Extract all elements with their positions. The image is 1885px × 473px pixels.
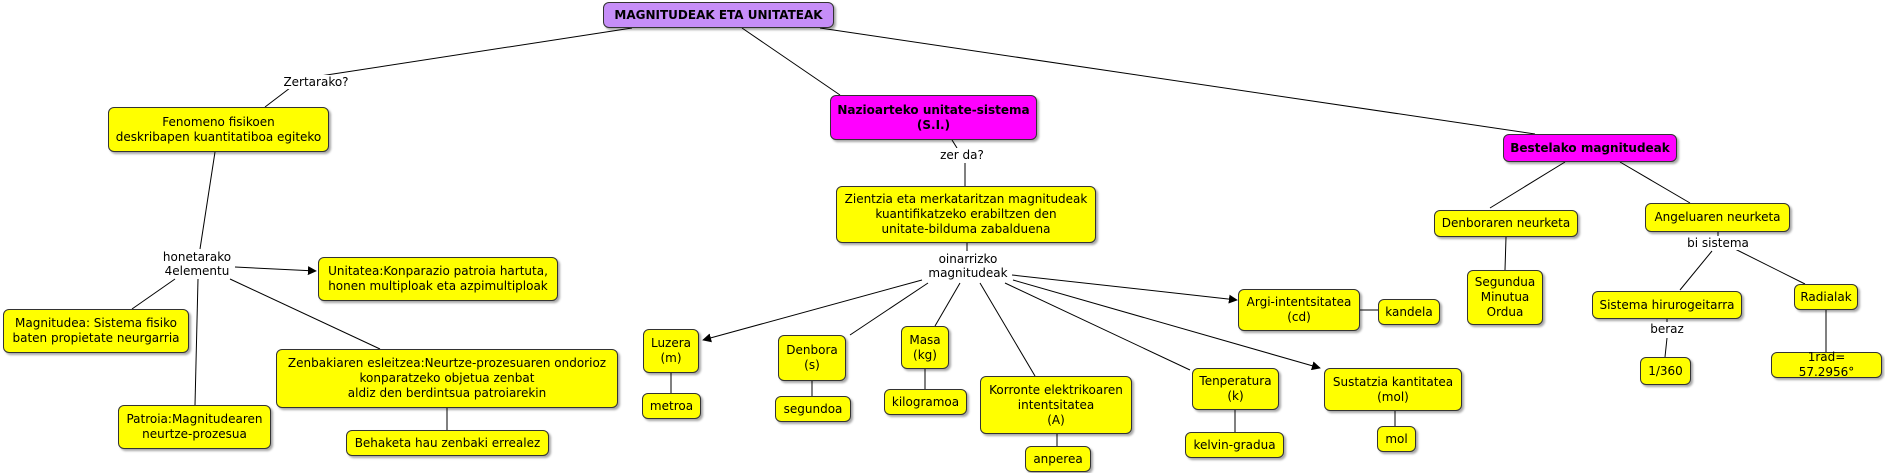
link-si-zerda (951, 139, 958, 149)
link-fenomeno-honetarako (199, 151, 216, 250)
link-honetarako-magnitudea (131, 278, 176, 310)
link-honetarako-zenbakiaren (229, 278, 381, 350)
link-phrase-zer-da: zer da? (938, 148, 986, 162)
link-root-bestelako (819, 27, 1536, 135)
concept-mol[interactable]: mol (1377, 426, 1416, 452)
concept-segundoa[interactable]: segundoa (775, 396, 851, 422)
link-bistema-hirurogeitarra (1679, 250, 1713, 291)
concept-unitatea[interactable]: Unitatea:Konparazio patroia hartuta, hon… (318, 257, 558, 301)
concept-segundua[interactable]: Segundua Minutua Ordua (1467, 270, 1543, 325)
concept-kilogramoa[interactable]: kilogramoa (884, 389, 967, 415)
link-beraz-frac (1664, 337, 1668, 358)
concept-kelvin[interactable]: kelvin-gradua (1185, 432, 1284, 458)
concept-tenperatura[interactable]: Tenperatura (k) (1192, 368, 1279, 410)
concept-masa[interactable]: Masa (kg) (901, 326, 949, 369)
concept-denbora[interactable]: Denbora (s) (778, 335, 846, 381)
concept-metroa[interactable]: metroa (642, 393, 701, 419)
link-oinarrizko-denbora (849, 282, 929, 336)
concept-si[interactable]: Nazioarteko unitate-sistema (S.I.) (830, 95, 1037, 140)
concept-kandela[interactable]: kandela (1378, 299, 1440, 325)
link-oinarrizko-masa (934, 282, 961, 327)
link-honetarako-unitatea (234, 266, 317, 276)
concept-magnitudea[interactable]: Magnitudea: Sistema fisiko baten propiet… (3, 309, 189, 353)
concept-sustatzia[interactable]: Sustatzia kantitatea (mol) (1324, 368, 1462, 411)
link-oinarrizko-argi (1011, 274, 1238, 304)
concept-behaketa[interactable]: Behaketa hau zenbaki errealez (346, 430, 549, 456)
link-zertarako-fenomeno (264, 87, 291, 108)
link-oinarrizko-tenperatura (1004, 282, 1191, 371)
concept-anperea[interactable]: anperea (1025, 446, 1091, 472)
link-bistema-radialak (1734, 248, 1806, 285)
concept-zenbakiaren[interactable]: Zenbakiaren esleitzea:Neurtze-prozesuare… (276, 349, 618, 408)
concept-fenomeno[interactable]: Fenomeno fisikoen deskribapen kuantitati… (108, 107, 329, 152)
link-root-zertarako (319, 27, 633, 77)
link-denboraren-segundua (1504, 236, 1507, 271)
link-phrase-zertarako: Zertarako? (281, 75, 351, 89)
link-oinarrizko-korronte (979, 282, 1036, 377)
concept-1-360[interactable]: 1/360 (1640, 357, 1691, 385)
link-bestelako-angeluaren (1619, 161, 1691, 204)
link-phrase-oinarrizko: oinarrizko magnitudeak (926, 252, 1010, 280)
concept-bestelako[interactable]: Bestelako magnitudeak (1503, 134, 1677, 162)
link-phrase-honetarako: honetarako 4elementu (160, 250, 234, 278)
concept-hirurogeitarra[interactable]: Sistema hirurogeitarra (1592, 291, 1742, 319)
concept-zientzia[interactable]: Zientzia eta merkataritzan magnitudeak k… (836, 186, 1096, 243)
link-bestelako-denboraren (1489, 161, 1566, 209)
concept-denboraren[interactable]: Denboraren neurketa (1434, 210, 1578, 237)
link-oinarrizko-sustatzia (1012, 279, 1321, 371)
concept-luzera[interactable]: Luzera (m) (643, 329, 699, 373)
link-phrase-beraz: beraz (1648, 322, 1686, 336)
concept-angeluaren[interactable]: Angeluaren neurketa (1645, 203, 1790, 232)
concept-radialak[interactable]: Radialak (1794, 284, 1858, 310)
concept-korronte[interactable]: Korronte elektrikoaren intentsitatea (A) (980, 376, 1132, 434)
concept-1rad[interactable]: 1rad= 57.2956° (1771, 350, 1882, 379)
concept-argi[interactable]: Argi-intentsitatea (cd) (1238, 289, 1360, 331)
link-phrase-bi-sistema: bi sistema (1685, 236, 1751, 250)
link-oinarrizko-luzera (702, 279, 923, 343)
concept-patroia[interactable]: Patroia:Magnitudearen neurtze-prozesua (118, 405, 271, 449)
root-concept[interactable]: MAGNITUDEAK ETA UNITATEAK (603, 2, 834, 28)
link-root-si (741, 27, 841, 96)
link-honetarako-patroia (194, 278, 199, 406)
